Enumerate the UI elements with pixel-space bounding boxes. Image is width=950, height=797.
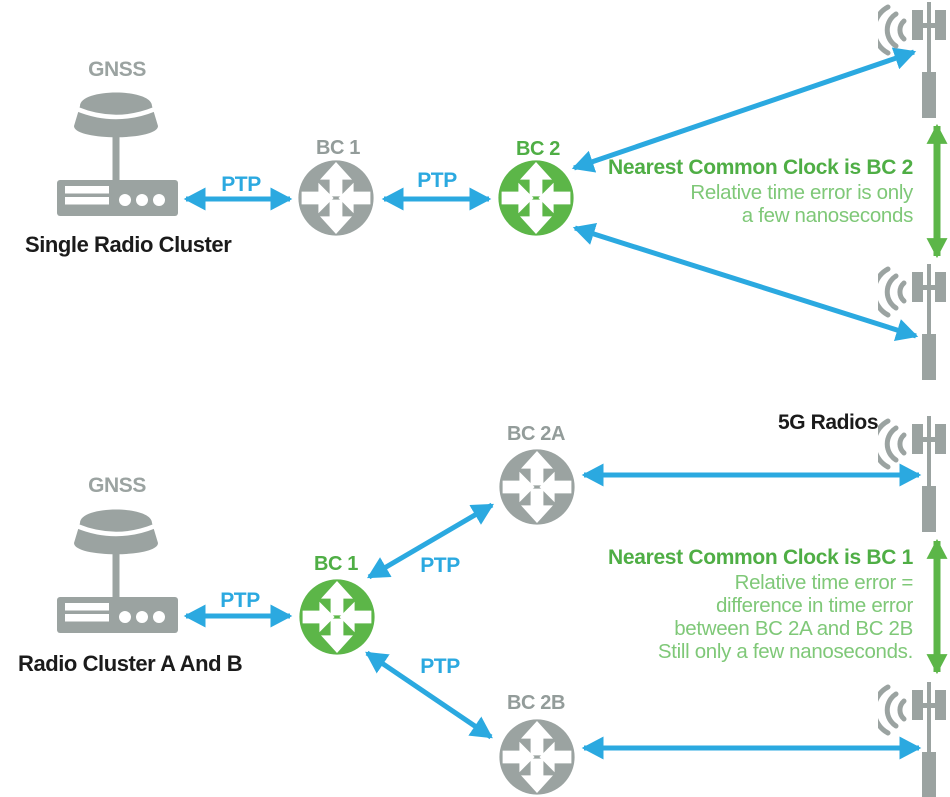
note-line: difference in time error [715,594,913,617]
bc2b-router-icon [497,717,577,797]
ptp-label-top-left: PTP [221,173,261,196]
note-line: between BC 2A and BC 2B [674,617,913,640]
note-block-top: Nearest Common Clock is BC 2 Relative ti… [608,155,913,227]
note-line: Still only a few nanoseconds. [657,640,913,663]
radio-tower-icon-1 [878,2,950,120]
note-block-bottom: Nearest Common Clock is BC 1 Relative ti… [608,545,913,663]
bc2b-label: BC 2B [506,692,565,714]
gnss-antenna-icon-bottom [70,501,162,605]
bc2a-router-icon [497,447,577,527]
radio-tower-icon-2 [878,264,950,382]
radio-tower-icon-3 [878,416,950,534]
ptp-link-bc2-radio1 [571,47,917,173]
note-line: a few nanoseconds [741,204,914,227]
cluster-caption-bottom: Radio Cluster A And B [18,651,243,676]
bc1-router-icon-bottom [297,577,377,657]
bc2-label-top: BC 2 [516,138,560,160]
radio-tower-icon-4 [878,682,950,797]
bc2a-label: BC 2A [506,423,565,445]
5g-radios-label: 5G Radios [778,411,879,434]
ptp-label-bottom-upper: PTP [420,554,460,577]
receiver-unit-icon-bottom [57,597,178,633]
ptp-label-bottom-left: PTP [220,589,260,612]
bc1-label-bottom: BC 1 [314,553,358,575]
bc1-router-icon-top [296,158,376,238]
note-line: Relative time error = [734,571,914,594]
gnss-label-bottom: GNSS [88,474,146,497]
cluster-caption-top: Single Radio Cluster [25,232,232,257]
ptp-label-bottom-lower: PTP [420,655,460,678]
gnss-label-top: GNSS [88,58,146,81]
note-heading-bottom: Nearest Common Clock is BC 1 [608,546,913,569]
bc1-label-top: BC 1 [316,137,360,159]
note-heading-top: Nearest Common Clock is BC 2 [608,156,913,179]
receiver-unit-icon-top [57,180,178,216]
note-line: Relative time error is only [690,181,913,204]
ptp-link-bc2-radio2 [572,222,919,342]
ptp-label-top-right: PTP [417,169,457,192]
ptp-link-bc1-bc2b [365,650,493,740]
bc2-router-icon-top [496,158,576,238]
gnss-antenna-icon-top [70,84,162,188]
ptp-link-bc1-bc2a [367,502,494,580]
